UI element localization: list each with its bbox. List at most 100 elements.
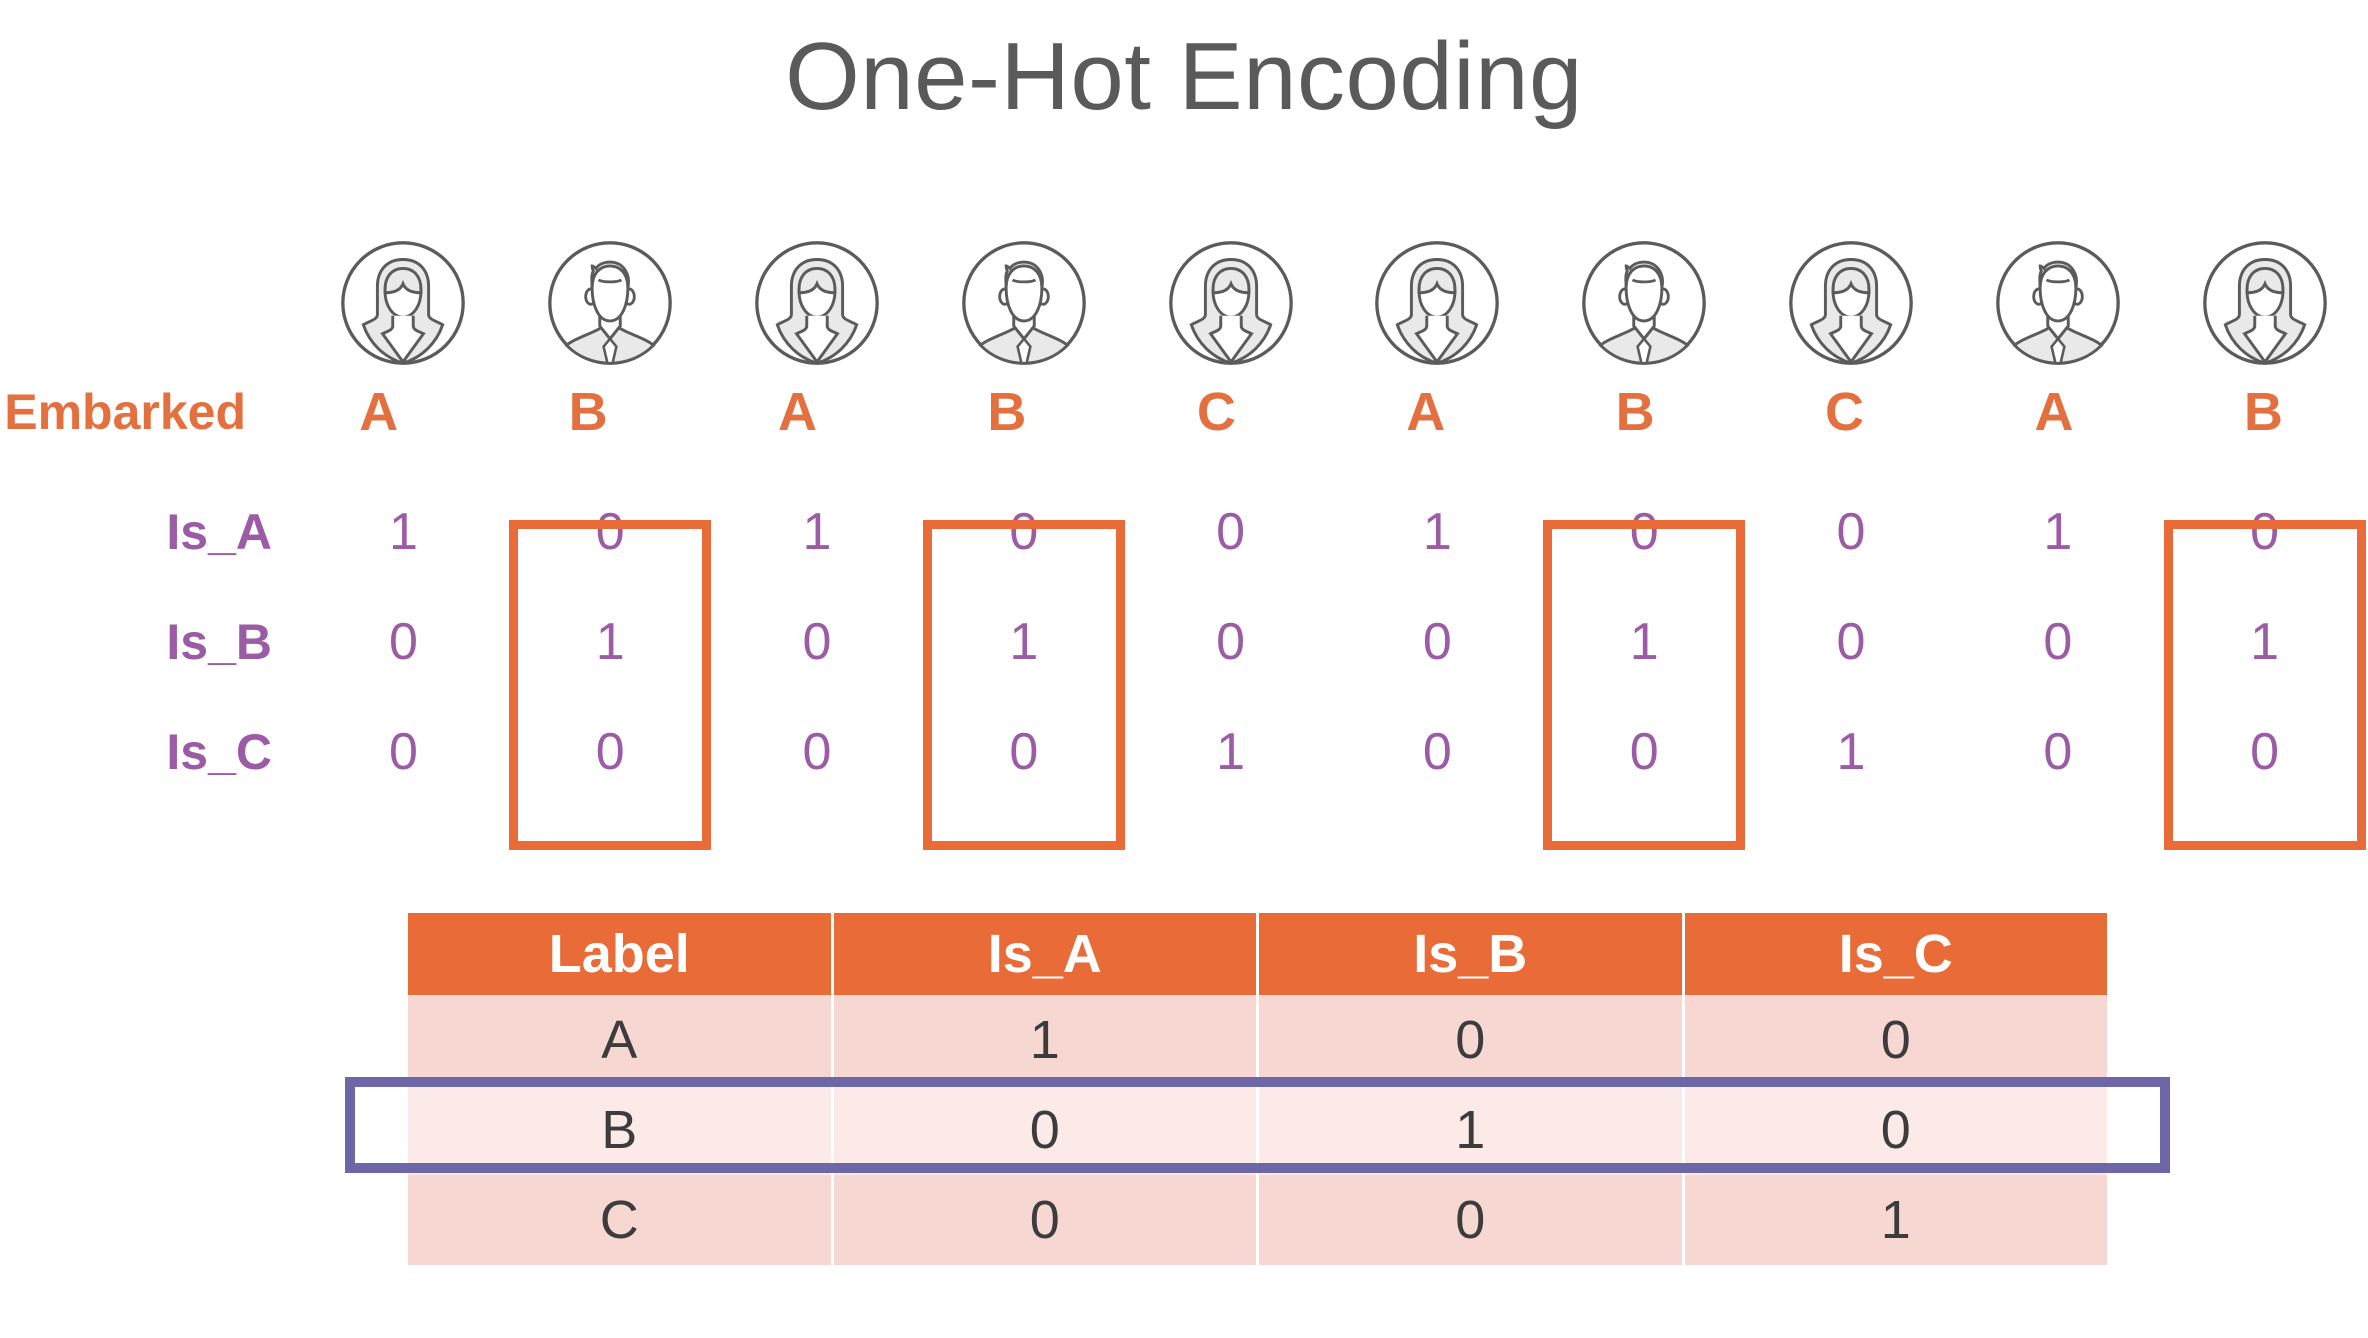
is-b-cell-5: 0 xyxy=(1127,610,1334,674)
is-b-cell-3: 0 xyxy=(714,610,921,674)
is-a-cell-value: 1 xyxy=(1422,503,1452,561)
is-b-cell-value: 1 xyxy=(2250,613,2280,671)
is-a-cell-value: 0 xyxy=(595,503,625,561)
embarked-cell-6: A xyxy=(1321,380,1530,444)
is-b-cell-1: 0 xyxy=(300,610,507,674)
embarked-cell-value: B xyxy=(2243,382,2283,442)
avatar-female-icon xyxy=(2202,241,2327,365)
is-a-cell-value: 0 xyxy=(1836,503,1866,561)
is-b-cell-value: 0 xyxy=(2043,613,2073,671)
lookup-cell: 0 xyxy=(1681,1085,2110,1175)
embarked-cell-value: A xyxy=(778,382,818,442)
lookup-cell: 1 xyxy=(830,995,1259,1085)
is-a-cell-2: 0 xyxy=(507,500,714,564)
lookup-header-label: Label xyxy=(405,913,834,995)
is-b-label: Is_B xyxy=(166,614,272,670)
avatar-cell-6 xyxy=(1334,239,1541,367)
lookup-header-is-b: Is_B xyxy=(1256,913,1685,995)
is-a-cell-value: 0 xyxy=(2250,503,2280,561)
is-b-cell-4: 1 xyxy=(920,610,1127,674)
is-a-cell-value: 0 xyxy=(1009,503,1039,561)
is-c-cell-value: 0 xyxy=(802,723,832,781)
is-b-cell-10: 1 xyxy=(2161,610,2368,674)
column-highlight-box-4 xyxy=(922,520,1125,850)
is-c-cell-value: 0 xyxy=(2250,723,2280,781)
avatar-cell-7 xyxy=(1541,239,1748,367)
is-a-cell-1: 1 xyxy=(300,500,507,564)
avatar-cell-10 xyxy=(2161,239,2368,367)
lookup-cell: 1 xyxy=(1256,1085,1685,1175)
embarked-cell-10: B xyxy=(2159,380,2368,444)
is-c-cell-5: 1 xyxy=(1127,720,1334,784)
embarked-cell-1: A xyxy=(274,380,483,444)
is-a-cell-value: 0 xyxy=(1216,503,1246,561)
is-c-cell-10: 0 xyxy=(2161,720,2368,784)
lookup-cell: 0 xyxy=(1256,995,1685,1085)
embarked-cell-value: B xyxy=(568,382,608,442)
is-c-cell-3: 0 xyxy=(714,720,921,784)
lookup-cell: 0 xyxy=(830,1085,1259,1175)
is-c-cell-value: 1 xyxy=(1836,723,1866,781)
is-c-cell-value: 0 xyxy=(2043,723,2073,781)
avatar-female-icon xyxy=(1168,241,1293,365)
avatar-female-icon xyxy=(1375,241,1500,365)
embarked-cell-value: C xyxy=(1196,382,1236,442)
is-c-cell-value: 1 xyxy=(1216,723,1246,781)
embarked-cell-value: C xyxy=(1825,382,1865,442)
is-a-cell-value: 0 xyxy=(1629,503,1659,561)
is-a-cell-value: 1 xyxy=(388,503,418,561)
avatar-male-icon xyxy=(961,241,1086,365)
lookup-cell: 0 xyxy=(830,1175,1259,1265)
avatar-cell-1 xyxy=(300,239,507,367)
is-a-cell-9: 1 xyxy=(1954,500,2161,564)
is-a-cell-5: 0 xyxy=(1127,500,1334,564)
embarked-cell-8: C xyxy=(1740,380,1949,444)
is-c-cell-4: 0 xyxy=(920,720,1127,784)
is-c-row: Is_C 0 0 0 0 1 0 0 1 0 0 xyxy=(0,720,2368,784)
is-b-cell-value: 0 xyxy=(388,613,418,671)
avatar-male-icon xyxy=(1582,241,1706,365)
embarked-cell-3: A xyxy=(693,380,902,444)
embarked-cell-2: B xyxy=(483,380,692,444)
is-c-cell-value: 0 xyxy=(388,723,418,781)
embarked-cell-4: B xyxy=(902,380,1111,444)
is-a-cell-value: 1 xyxy=(802,503,832,561)
embarked-cell-value: B xyxy=(1615,382,1655,442)
is-b-cell-value: 0 xyxy=(802,613,832,671)
is-b-cell-value: 1 xyxy=(1009,613,1039,671)
is-c-cells: 0 0 0 0 1 0 0 1 0 0 xyxy=(300,720,2368,784)
avatar-female-icon xyxy=(341,241,466,365)
lookup-cell: 0 xyxy=(1681,995,2110,1085)
column-highlight-box-10 xyxy=(2163,520,2366,850)
lookup-cell: 1 xyxy=(1681,1175,2110,1265)
is-c-label: Is_C xyxy=(166,724,272,780)
avatar-row xyxy=(0,238,2368,368)
is-c-cell-value: 0 xyxy=(1422,723,1452,781)
lookup-row-label: A xyxy=(405,995,834,1085)
is-b-cell-9: 0 xyxy=(1954,610,2161,674)
is-c-cell-2: 0 xyxy=(507,720,714,784)
is-c-cell-value: 0 xyxy=(1009,723,1039,781)
embarked-cell-value: B xyxy=(987,382,1027,442)
is-c-cell-9: 0 xyxy=(1954,720,2161,784)
lookup-cell: 0 xyxy=(1256,1175,1685,1265)
column-highlight-box-2 xyxy=(509,520,712,850)
is-c-cell-1: 0 xyxy=(300,720,507,784)
embarked-cell-value: A xyxy=(2034,382,2074,442)
column-highlight-box-7 xyxy=(1543,520,1746,850)
avatar-cell-2 xyxy=(507,239,714,367)
avatar-cell-4 xyxy=(920,239,1127,367)
avatar-cell-3 xyxy=(714,239,921,367)
avatar-cell-5 xyxy=(1127,239,1334,367)
is-c-cell-value: 0 xyxy=(1629,723,1659,781)
is-b-cell-2: 1 xyxy=(507,610,714,674)
